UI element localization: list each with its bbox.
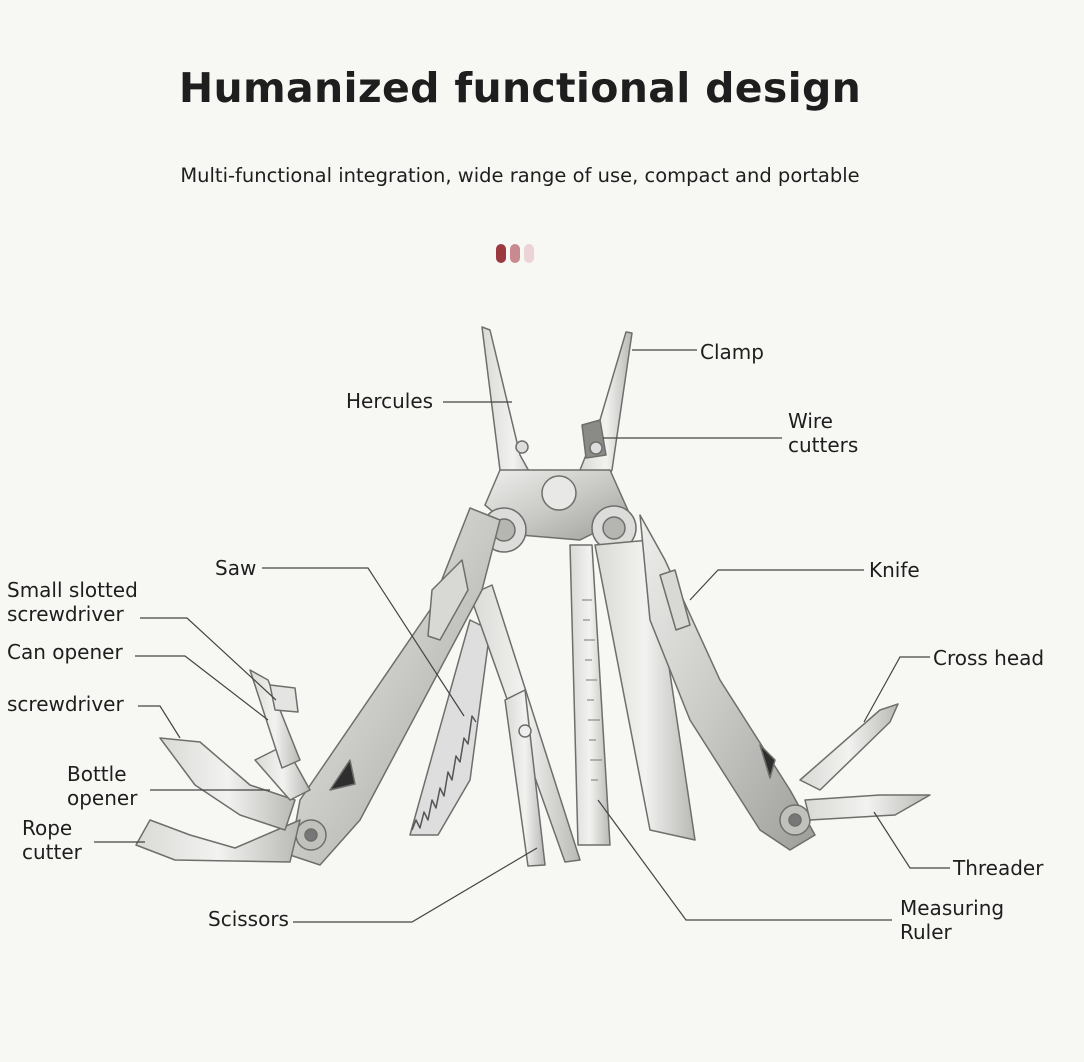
leader-line-threader: [873, 811, 950, 869]
knife-blade: [594, 539, 696, 841]
multitool-illustration: [135, 326, 931, 867]
cross-head-tool: [799, 703, 899, 791]
leader-line-can-opener: [135, 655, 269, 721]
leader-line-knife: [689, 569, 864, 601]
label-screwdriver: screwdriver: [7, 692, 124, 716]
leader-line-scissors: [293, 847, 538, 923]
leader-lines: [94, 349, 950, 923]
label-bottle-opener: Bottle opener: [67, 762, 138, 810]
label-saw: Saw: [215, 556, 257, 580]
leader-line-screwdriver: [138, 705, 181, 739]
label-knife: Knife: [869, 558, 920, 582]
indicator-dot-1[interactable]: [496, 244, 506, 263]
small-screwdriver-tool: [269, 684, 299, 713]
label-rope-cutter: Rope cutter: [22, 816, 82, 864]
label-can-opener: Can opener: [7, 640, 123, 664]
label-cross-head: Cross head: [933, 646, 1045, 670]
leader-line-saw: [262, 567, 465, 717]
leader-line-cross-head: [863, 656, 930, 723]
label-wire-cutters: Wire cutters: [788, 409, 859, 457]
can-opener-tool: [249, 669, 301, 769]
page-subtitle: Multi-functional integration, wide range…: [180, 164, 860, 187]
screwdriver-tool: [254, 744, 311, 801]
indicator-dot-3[interactable]: [524, 244, 534, 263]
threader-tool: [804, 794, 931, 821]
measuring-ruler: [569, 544, 611, 846]
label-hercules: Hercules: [346, 389, 434, 413]
page-title: Humanized functional design: [178, 64, 862, 112]
leader-line-measuring-ruler: [597, 799, 892, 921]
carousel-indicator: [496, 244, 534, 263]
label-scissors: Scissors: [208, 907, 289, 931]
pivot-rivet: [541, 475, 577, 511]
label-clamp: Clamp: [700, 340, 764, 364]
label-threader: Threader: [953, 856, 1044, 880]
label-measuring-ruler: Measuring Ruler: [900, 896, 1005, 944]
rope-cutter-tool: [135, 819, 301, 863]
indicator-dot-2[interactable]: [510, 244, 520, 263]
label-small-slotted-screwdriver: Small slotted screwdriver: [7, 578, 138, 626]
leader-line-small-slotted-screwdriver: [140, 617, 277, 701]
